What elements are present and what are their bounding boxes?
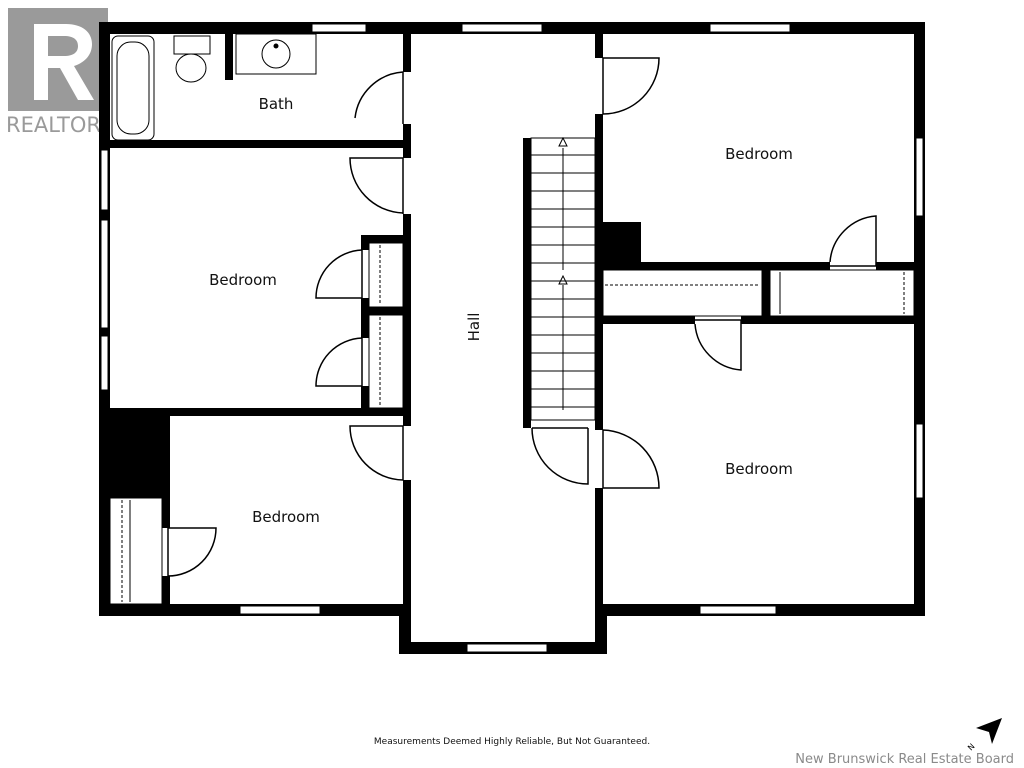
room-label-bath: Bath xyxy=(259,95,294,113)
realtor-logo xyxy=(8,8,120,138)
disclaimer: Measurements Deemed Highly Reliable, But… xyxy=(373,737,651,747)
realtor-r-icon xyxy=(8,8,108,111)
north-label: N xyxy=(966,742,977,753)
closet-ne xyxy=(769,269,915,317)
doors xyxy=(161,57,877,577)
stairs xyxy=(530,136,596,421)
realtor-brand: REALTOR xyxy=(6,113,101,137)
room-label-bedroom-nw: Bedroom xyxy=(209,271,277,289)
room-label-bedroom-ne: Bedroom xyxy=(725,145,793,163)
room-label-bedroom-sw: Bedroom xyxy=(252,508,320,526)
bathtub-basin xyxy=(116,41,150,135)
sink-basin xyxy=(261,39,291,69)
fixtures xyxy=(109,33,915,605)
toilet-tank xyxy=(173,35,211,55)
walls xyxy=(99,22,925,654)
sink-tap xyxy=(273,43,279,49)
closet-nw-upper xyxy=(368,242,404,308)
room-label-bedroom-se: Bedroom xyxy=(725,460,793,478)
closet-sw xyxy=(109,497,163,605)
windows xyxy=(100,23,924,653)
closet-nw-lower xyxy=(368,314,404,409)
room-label-hall: Hall xyxy=(465,313,483,342)
north-arrow-icon: N xyxy=(966,718,1002,752)
realtor-wordmark: REALTOR® xyxy=(6,113,110,137)
toilet-bowl xyxy=(175,53,207,83)
closet-hall-east xyxy=(602,269,763,317)
board-name: New Brunswick Real Estate Board xyxy=(795,752,1014,767)
room-labels: Bath Bedroom Bedroom Hall Bedroom Bedroo… xyxy=(209,95,793,526)
